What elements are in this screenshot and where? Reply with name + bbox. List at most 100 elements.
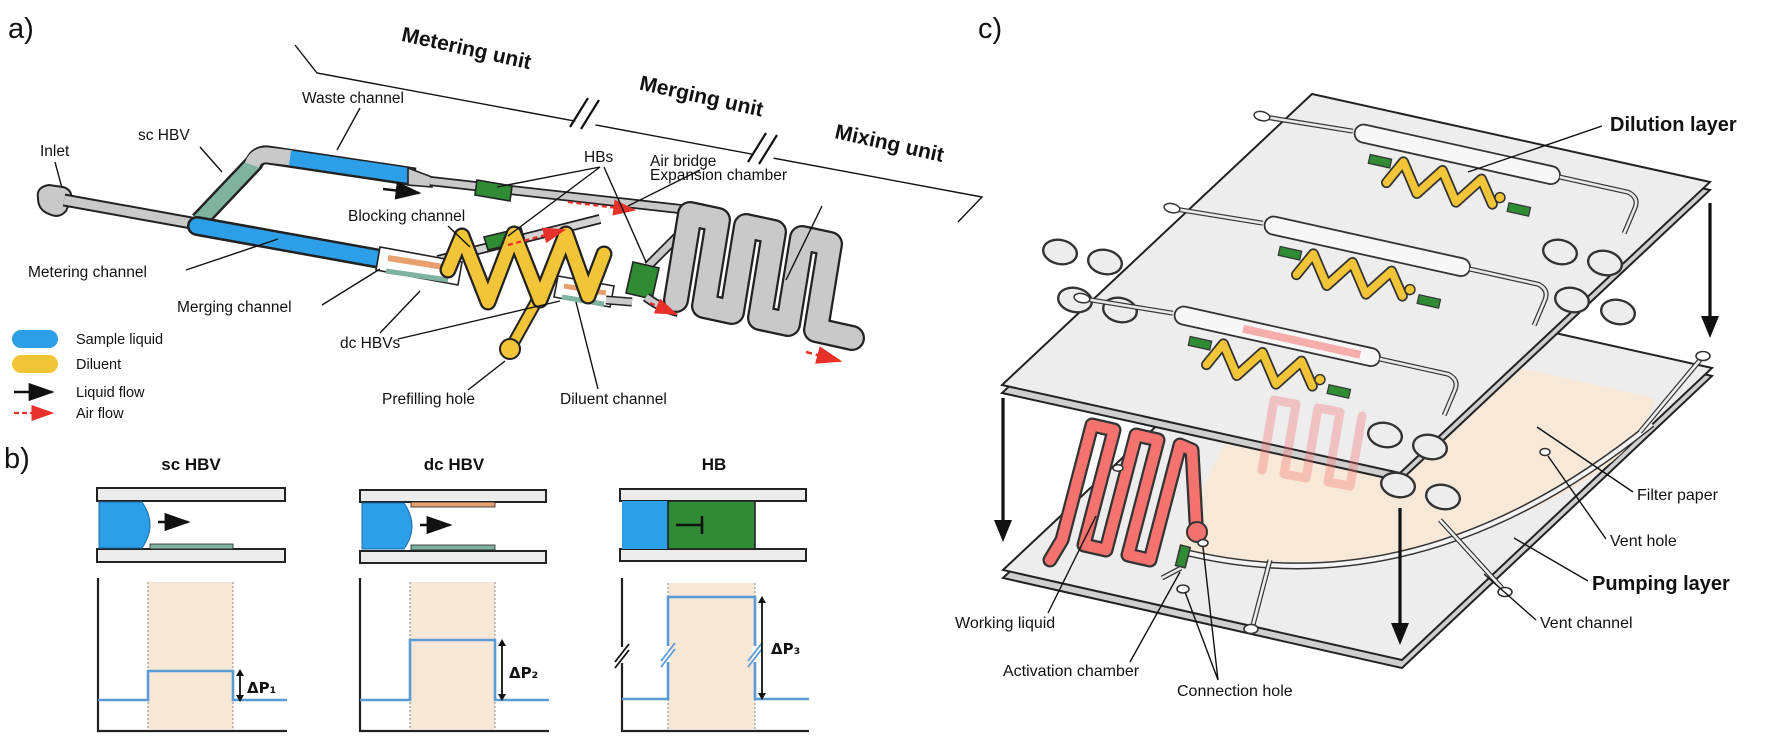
hbs-label: HBs (584, 149, 614, 166)
axis-break-icon (614, 643, 630, 669)
valve-title: dc HBV (424, 455, 485, 474)
down-arrow-icon (994, 520, 1012, 542)
curve-break-icon (747, 642, 763, 668)
expansion-chamber-blobs (1041, 238, 1637, 511)
delta-p-label: ΔP₁ (247, 679, 276, 697)
air-flow-arrow-icon (805, 346, 843, 364)
waste-channel-label: Waste channel (302, 90, 404, 107)
panel-b-letter: b) (4, 443, 30, 475)
metering-channel-segment (189, 218, 394, 268)
sc-hbv-label: sc HBV (138, 127, 190, 144)
unit-bracket: Metering unit Merging unit Mixing unit (294, 23, 984, 223)
panel-c-labels: Dilution layer Filter paper Vent hole Pu… (955, 114, 1737, 700)
liquid-flow-label: Liquid flow (76, 385, 145, 401)
panel-b: b) sc HBV ΔP₁ dc HBV (4, 443, 809, 733)
merging-unit-label: Merging unit (637, 72, 765, 122)
prefilling-hole-label: Prefilling hole (382, 391, 475, 408)
working-liquid-bulb (1186, 521, 1208, 543)
expansion-chamber-serpentine (665, 203, 863, 349)
liquid-plug (622, 501, 668, 549)
sc-coating-strip (149, 543, 234, 550)
valve-title: HB (702, 455, 727, 474)
blocked-flow-icon (676, 516, 704, 534)
plot-axes (620, 578, 809, 733)
filter-paper-label: Filter paper (1637, 487, 1719, 504)
channel-wall (619, 488, 807, 502)
dilution-circuit-1 (1253, 110, 1639, 235)
sample-liquid-label: Sample liquid (76, 332, 163, 348)
dilution-circuit-3 (1073, 292, 1459, 417)
connection-hole-label: Connection hole (1177, 683, 1293, 700)
panel-c-letter: c) (978, 13, 1002, 45)
down-arrow-icon (1701, 316, 1719, 338)
plot-axes (358, 578, 549, 733)
delta-arrow-icon (498, 639, 506, 701)
valve-hb: HB ΔP₃ (614, 455, 809, 733)
activation-chamber-label: Activation chamber (1003, 663, 1140, 680)
explode-arrows (994, 203, 1719, 645)
valve-region-shade (668, 583, 755, 729)
liquid-plug (98, 501, 151, 549)
channel-wall (619, 548, 807, 562)
blocking-channel-label: Blocking channel (348, 208, 465, 225)
pumping-layer-label: Pumping layer (1592, 573, 1730, 595)
down-arrow-icon (1391, 623, 1409, 645)
delta-p-label: ΔP₃ (771, 640, 800, 658)
merging-channel-label: Merging channel (177, 299, 292, 316)
valve-region-shade (148, 582, 233, 729)
hb-block-3 (625, 261, 660, 300)
channel-wall (96, 487, 286, 502)
air-flow-arrow-icon (507, 227, 567, 247)
valve-dc-hbv: dc HBV ΔP₂ (358, 455, 549, 733)
diluent-channel-label: Diluent channel (560, 391, 667, 408)
connection-hole-port (1176, 584, 1190, 594)
sc-hbv-segment (193, 158, 260, 226)
working-liquid-showthrough (1257, 395, 1367, 491)
hb-block-1 (474, 179, 513, 202)
pressure-curve (360, 638, 549, 702)
diluent-serpentine (441, 227, 611, 309)
filter-paper-slot (1179, 422, 1654, 568)
pressure-curve (622, 595, 809, 701)
pressure-curve (98, 669, 287, 702)
working-liquid-label: Working liquid (955, 615, 1055, 632)
hb-plug (667, 500, 756, 550)
panel-a: a) Metering unit Merging unit Mixing uni… (8, 13, 984, 422)
vent-hole-label: Vent hole (1610, 533, 1677, 550)
chip-schematic (36, 145, 865, 364)
delta-arrow-icon (236, 669, 244, 702)
vent-channel-label: Vent channel (1540, 615, 1633, 632)
liquid-plug (361, 502, 413, 550)
air-flow-label: Air flow (76, 406, 124, 422)
channel-wall (359, 550, 547, 564)
valve-title: sc HBV (161, 455, 221, 474)
activation-chamber-block (1174, 544, 1192, 569)
dc-hbvs-label: dc HBVs (340, 335, 401, 352)
vent-hole-port (1539, 447, 1551, 457)
panel-a-labels: Inlet sc HBV Waste channel HBs Air bridg… (28, 90, 823, 408)
plate-hole (1112, 464, 1124, 472)
dilution-layer-plate (999, 92, 1713, 511)
sample-liquid-swatch (12, 330, 58, 348)
dilution-circuit-2 (1163, 202, 1549, 327)
liquid-flow-arrow-icon (382, 181, 422, 200)
curve-break-icon (660, 642, 676, 668)
plot-axes (96, 578, 287, 733)
air-bridge-label: Air bridge (650, 153, 716, 170)
air-flow-arrow-icon (649, 298, 679, 316)
dc-coating-strip-bottom (410, 544, 496, 551)
diluent-swatch (12, 355, 58, 373)
waste-channel-segment (288, 150, 414, 184)
diluent-label: Diluent (76, 357, 121, 373)
prefilling-hole-port (499, 338, 521, 360)
channel-wall (359, 489, 547, 503)
dilution-layer-label: Dilution layer (1610, 114, 1737, 136)
metering-unit-label: Metering unit (400, 23, 534, 74)
delta-p-label: ΔP₂ (509, 664, 538, 682)
valve-region-shade (410, 582, 495, 729)
legend: Sample liquid Diluent Liquid flow Air fl… (12, 330, 163, 422)
connection-hole-port (1197, 538, 1209, 548)
inlet-label: Inlet (40, 143, 70, 160)
